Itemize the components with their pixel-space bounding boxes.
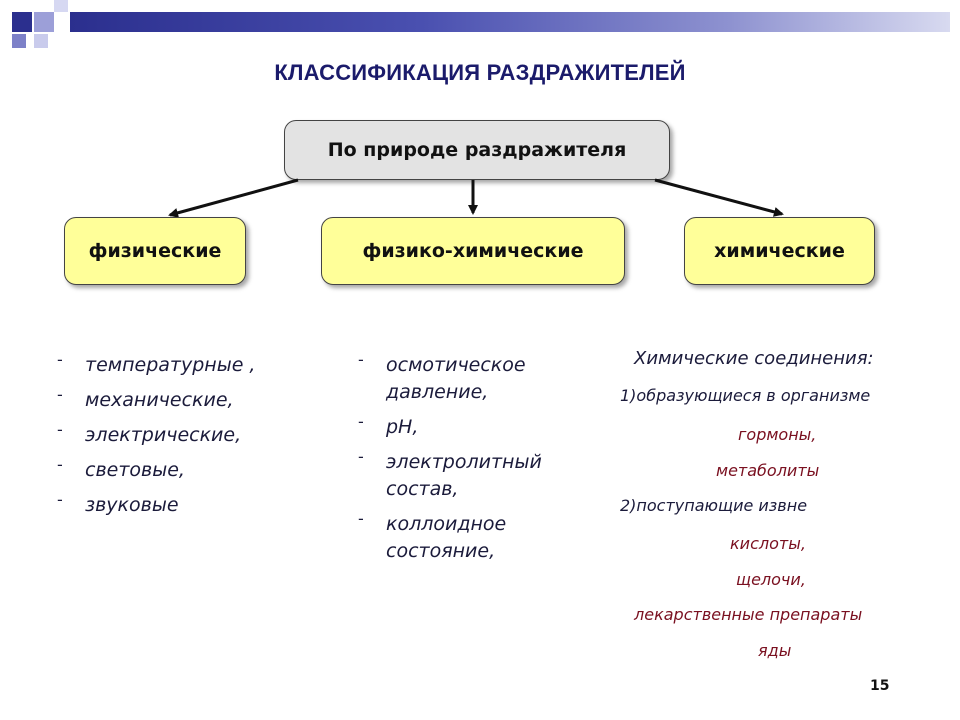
list-item: - электролитный состав, [358,447,598,503]
category-physical-label: физические [88,240,222,262]
list-item: - механические, [57,385,297,414]
category-physchem-label: физико-химические [362,240,584,262]
list-item: - коллоидное состояние, [358,509,598,565]
list-item: - рН, [358,412,598,441]
physchem-list: - осмотическое давление, - рН, - электролит… [358,350,598,573]
chemical-group-2: 2)поступающие извне [620,496,808,515]
category-chemical-label: химические [714,240,845,262]
list-item: - электрические, [57,420,297,449]
decor-square [54,0,68,12]
root-node-label: По природе раздражителя [327,139,627,161]
decor-square [12,12,32,32]
page-number: 15 [870,678,890,694]
category-physchem: физико-химические [321,217,625,285]
list-item: - световые, [57,455,297,484]
list-dash: - [57,490,63,509]
arrow-to-physical [168,178,299,218]
chemical-item: метаболиты [716,461,820,480]
chemical-item: кислоты, [730,534,806,553]
chemical-item: лекарственные препараты [634,605,863,624]
list-item-text: световые, [85,459,185,481]
list-item: - температурные , [57,350,297,379]
chemical-group-1: 1)образующиеся в организме [620,386,871,405]
list-dash: - [57,385,63,404]
list-item-text: температурные , [85,354,256,376]
root-node: По природе раздражителя [284,120,670,180]
list-item: - осмотическое давление, [358,350,598,406]
list-dash: - [358,509,364,528]
header-gradient-bar [70,12,950,32]
list-item-text: рН, [386,416,419,438]
decor-square [12,34,26,48]
slide-title: КЛАССИФИКАЦИЯ РАЗДРАЖИТЕЛЕЙ [274,60,686,85]
list-dash: - [358,412,364,431]
chemical-heading: Химические соединения: [634,348,874,369]
list-item-text: механические, [85,389,234,411]
physical-list: - температурные , - механические, - электри… [57,350,297,527]
category-chemical: химические [684,217,875,285]
list-item-text: коллоидное состояние, [386,513,507,562]
list-dash: - [57,350,63,369]
decor-square [34,12,54,32]
decor-square [34,34,48,48]
chemical-item: щелочи, [736,570,806,589]
list-item-text: электролитный состав, [386,451,542,500]
list-item: - звуковые [57,490,297,519]
list-item-text: звуковые [85,494,179,516]
list-dash: - [57,455,63,474]
list-item-text: электрические, [85,424,242,446]
list-dash: - [358,447,364,466]
list-dash: - [57,420,63,439]
chemical-item: яды [758,641,792,660]
chemical-item: гормоны, [738,425,817,444]
arrow-to-chemical [654,178,784,217]
category-physical: физические [64,217,246,285]
list-item-text: осмотическое давление, [386,354,526,403]
list-dash: - [358,350,364,369]
